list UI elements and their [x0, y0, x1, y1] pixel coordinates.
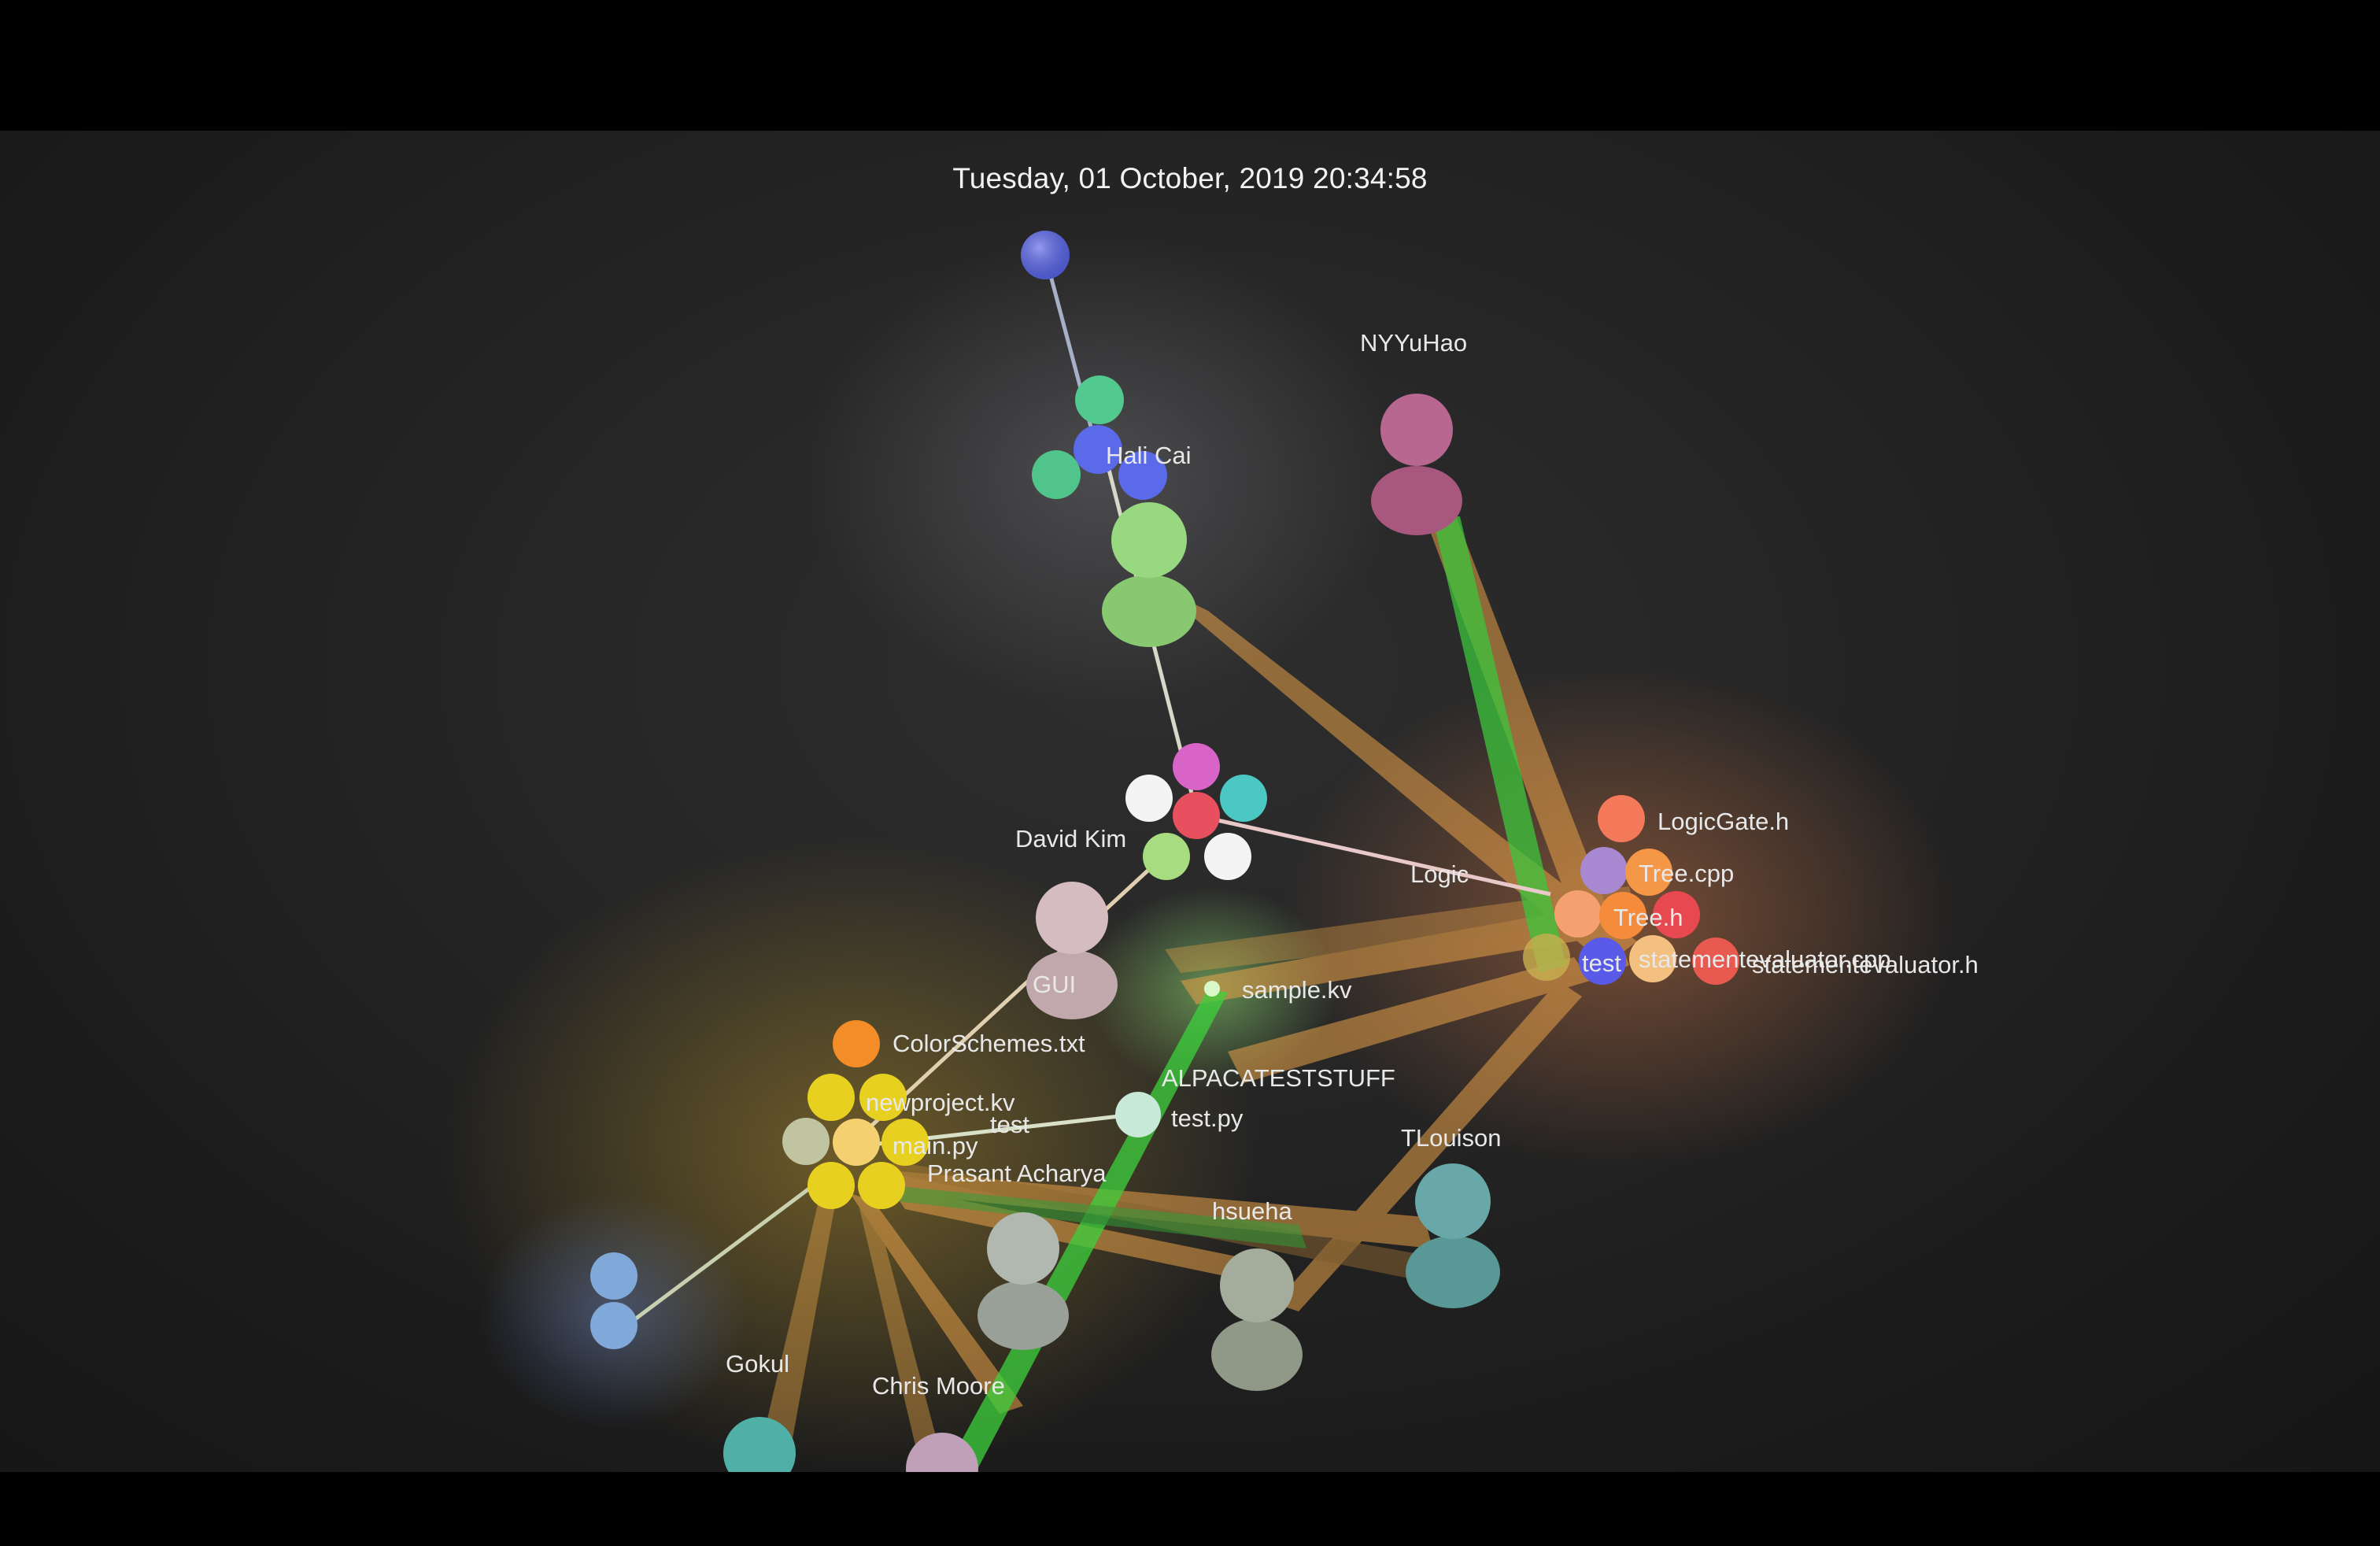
action-beams [756, 516, 1637, 1469]
file-node[interactable] [1692, 938, 1739, 985]
file-node[interactable] [808, 1074, 855, 1121]
user-avatar-hali-cai[interactable] [1102, 502, 1196, 647]
file-node[interactable] [1074, 425, 1122, 474]
file-label-test: test [1582, 949, 1621, 977]
file-label-sample-kv: sample.kv [1242, 976, 1352, 1004]
user-label-chris-moore: Chris Moore [872, 1372, 1005, 1400]
user-avatar-hsueha[interactable] [1211, 1248, 1303, 1391]
node-cluster-logic [1523, 795, 1739, 985]
timestamp: Tuesday, 01 October, 2019 20:34:58 [952, 162, 1428, 194]
file-label-tree-h: Tree.h [1613, 904, 1683, 931]
file-node[interactable] [808, 1162, 855, 1209]
file-label-logicgate-h: LogicGate.h [1658, 808, 1789, 835]
file-node[interactable] [881, 1119, 929, 1166]
file-label-newproject-kv: newproject.kv [866, 1089, 1015, 1116]
user-label-hali-cai: Hali Cai [1106, 442, 1192, 469]
file-node[interactable] [1653, 891, 1700, 938]
file-node[interactable] [858, 1162, 905, 1209]
file-node[interactable] [1115, 1092, 1161, 1137]
user-label-gokul: Gokul [726, 1350, 789, 1378]
file-node[interactable] [1523, 934, 1570, 981]
file-node[interactable] [1625, 849, 1672, 896]
user-avatar-gokul[interactable] [723, 1417, 796, 1472]
file-label-statementevaluator-cpp: statementevaluator.cpp [1639, 945, 1891, 973]
file-label-tree-cpp: Tree.cpp [1639, 860, 1734, 887]
file-node[interactable] [1599, 892, 1646, 939]
file-node[interactable] [1220, 775, 1267, 822]
letterbox-top [0, 0, 2380, 131]
dir-label-gui: GUI [1033, 971, 1076, 998]
file-node[interactable] [833, 1119, 880, 1166]
file-node[interactable] [1143, 833, 1190, 880]
file-node[interactable] [1580, 847, 1628, 894]
user-avatar-nyyuhao[interactable] [1371, 394, 1462, 535]
node-cluster-blue [590, 1252, 638, 1349]
user-label-hsueha: hsueha [1212, 1197, 1292, 1225]
dir-label-test: test [990, 1111, 1029, 1138]
file-node[interactable] [1075, 375, 1124, 424]
file-node[interactable] [1579, 938, 1626, 985]
letterbox-bottom [0, 1472, 2380, 1546]
user-label-nyyuhao: NYYuHao [1360, 329, 1467, 357]
file-node[interactable] [1204, 833, 1251, 880]
file-node[interactable] [1173, 743, 1220, 790]
file-node[interactable] [590, 1302, 638, 1349]
file-node[interactable] [590, 1252, 638, 1300]
file-node[interactable] [1118, 451, 1167, 500]
file-node[interactable] [1032, 450, 1081, 499]
file-label-colorschemes-txt: ColorSchemes.txt [893, 1030, 1085, 1057]
file-label-statementevaluator-h: statementevaluator.h [1752, 951, 1979, 978]
file-node[interactable] [833, 1020, 880, 1067]
visualization-canvas[interactable]: NYYuHao Hali Cai David Kim TLouison hsue… [0, 131, 2380, 1472]
user-avatar-prasant-acharya[interactable] [978, 1212, 1069, 1350]
user-label-david-kim: David Kim [1015, 825, 1126, 853]
user-avatar-chris-moore[interactable] [906, 1433, 978, 1472]
user-avatar-tlouison[interactable] [1406, 1163, 1500, 1308]
file-label-test-py: test.py [1171, 1104, 1244, 1132]
user-label-tlouison: TLouison [1401, 1124, 1502, 1152]
file-node[interactable] [1629, 935, 1676, 982]
file-node[interactable] [1598, 795, 1645, 842]
file-label-main-py: main.py [893, 1132, 978, 1160]
user-avatar-david-kim[interactable] [1026, 882, 1118, 1019]
file-node[interactable] [782, 1118, 830, 1165]
file-node[interactable] [1204, 981, 1220, 997]
node-cluster-mid [1125, 743, 1267, 880]
dir-label-logic: Logic [1410, 860, 1469, 888]
user-label-alpacateststuff: ALPACATESTSTUFF [1162, 1064, 1395, 1092]
user-label-prasant-acharya: Prasant Acharya [927, 1160, 1107, 1187]
file-node[interactable] [1125, 775, 1173, 822]
node-cluster-test [782, 1020, 929, 1209]
repository-graph: NYYuHao Hali Cai David Kim TLouison hsue… [441, 231, 1979, 1472]
file-node[interactable] [859, 1074, 907, 1121]
file-node[interactable] [1554, 890, 1602, 938]
file-node[interactable] [1173, 792, 1220, 839]
node-cluster-hali-cai [1032, 375, 1167, 500]
